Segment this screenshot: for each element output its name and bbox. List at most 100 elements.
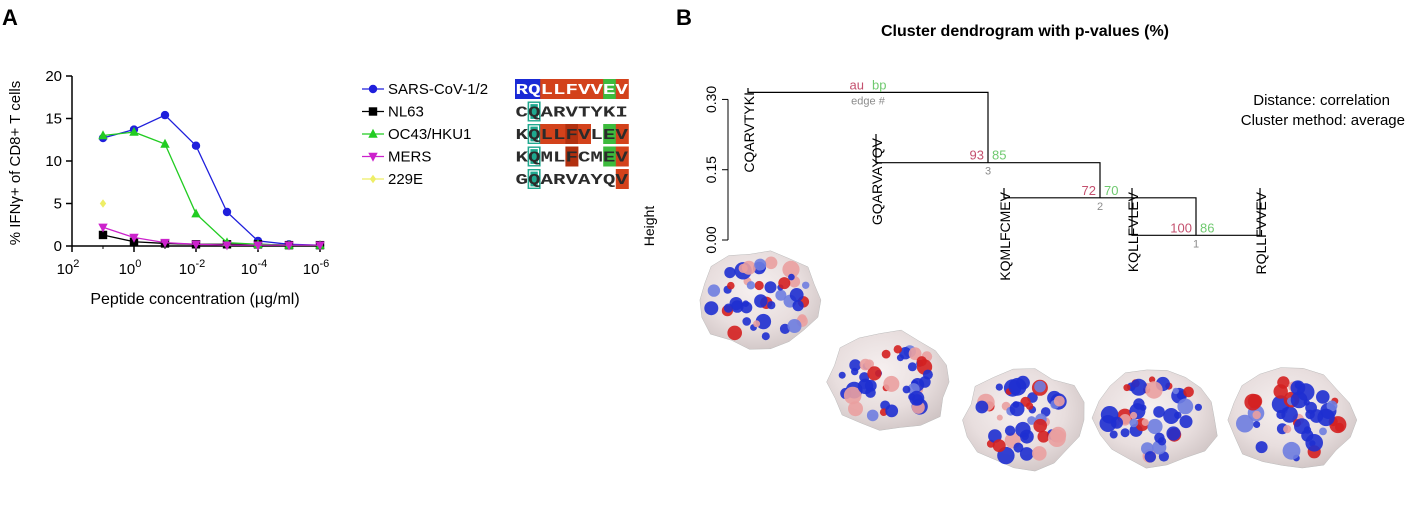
surface-patch [1317, 408, 1335, 427]
surface-patch [1183, 386, 1194, 398]
au-value: au [850, 77, 864, 92]
surface-patch [893, 345, 902, 354]
x-tick-label: 10-4 [241, 258, 267, 278]
surface-patch [792, 300, 804, 312]
data-point [98, 130, 108, 140]
dendrogram-y-label: Height [641, 206, 657, 247]
edge-number: 1 [1193, 238, 1199, 250]
surface-patch [1172, 387, 1180, 395]
y-tick-label: 0.15 [703, 156, 719, 183]
edge-number: edge # [851, 95, 886, 107]
surface-patch [767, 301, 776, 310]
surface-patch [761, 332, 770, 341]
legend-label: OC43/HKU1 [388, 126, 471, 143]
motif-cell [565, 124, 579, 144]
motif-row: GQARVAYQV [516, 169, 629, 189]
surface-patch [1247, 394, 1263, 409]
motif-sequence: KQMLFCMEV [516, 150, 628, 167]
data-point [222, 241, 232, 251]
surface-patch [1037, 430, 1050, 443]
surface-patch [899, 347, 912, 360]
dendrogram-branch [747, 88, 989, 163]
surface-patch [1153, 406, 1165, 418]
data-point [368, 107, 378, 116]
y-tick-label: 20 [45, 68, 62, 85]
motif-cell [527, 101, 541, 122]
surface-patch [1273, 384, 1288, 399]
x-axis-label: Peptide concentration (µg/ml) [90, 291, 299, 308]
legend-entry: NL63 [362, 104, 424, 121]
surface-patch [754, 280, 764, 291]
series-line [102, 131, 320, 246]
data-point [315, 241, 325, 251]
motif-cell [578, 79, 591, 99]
data-point [369, 174, 377, 184]
protein-surface [1227, 367, 1358, 469]
series-line [102, 114, 321, 246]
au-value: 72 [1082, 183, 1096, 198]
surface-patch [1015, 421, 1031, 438]
motif-cell [552, 124, 566, 144]
motif-cell [527, 169, 541, 189]
protein-surface [1091, 369, 1218, 469]
pvalue-group: 100 861 [1170, 220, 1214, 250]
surface-patch [764, 281, 777, 294]
surface-patch [753, 320, 761, 328]
surface-patch [1140, 404, 1147, 411]
surface-patch [802, 281, 810, 289]
motif-cell [540, 79, 554, 99]
surface-patch [1174, 411, 1182, 419]
leaf-label: RQLLFVVEV [1253, 191, 1269, 274]
motif-cell [603, 146, 617, 167]
surface-patch [1141, 418, 1149, 426]
x-tick-label: 102 [57, 258, 80, 278]
surface-patch [1283, 425, 1292, 434]
surface-patch [838, 371, 846, 379]
bp-value: 86 [1200, 220, 1214, 235]
au-value: 100 [1170, 220, 1192, 235]
dendrogram-branch [1003, 188, 1197, 236]
surface-patch [848, 401, 863, 417]
surface-patch [1025, 402, 1034, 410]
motif-cell [565, 146, 579, 167]
y-tick-label: 15 [45, 111, 62, 128]
surface-patch [1008, 377, 1027, 396]
series-oc43-hku1 [98, 126, 325, 249]
motif-cell-frame [529, 170, 539, 188]
motif-sequence: KQLLFVLEV [516, 127, 628, 144]
legend-label: SARS-CoV-1/2 [388, 81, 488, 98]
data-point [222, 207, 232, 217]
dendrogram-y-axis: 0.000.150.30 [703, 86, 729, 254]
edge-number: 2 [1097, 201, 1103, 213]
surface-patch [775, 289, 787, 301]
data-point [98, 223, 108, 233]
data-point [99, 199, 107, 208]
surface-patch [1129, 418, 1139, 428]
legend-entry: OC43/HKU1 [362, 126, 471, 143]
surface-patch [1163, 408, 1180, 424]
panel-a-series [98, 110, 325, 251]
motif-cell [615, 124, 629, 144]
distance-note: Distance: correlation [1253, 92, 1390, 109]
bp-value: 70 [1104, 183, 1118, 198]
surface-patch [740, 301, 753, 314]
motif-cell [603, 124, 617, 144]
bp-value: bp [872, 77, 886, 92]
surface-patch [1316, 390, 1330, 404]
protein-surface [826, 329, 950, 431]
motif-cell [515, 79, 528, 99]
surface-patch [741, 260, 756, 275]
surface-patch [1144, 451, 1157, 463]
y-tick-label: 5 [54, 196, 62, 213]
protein-surface [962, 368, 1085, 472]
surface-patch [843, 386, 862, 405]
x-tick-label: 100 [119, 258, 142, 278]
surface-patch [1032, 446, 1047, 461]
surface-patch [778, 277, 791, 290]
surface-patch [1120, 428, 1130, 438]
data-point [191, 240, 201, 250]
